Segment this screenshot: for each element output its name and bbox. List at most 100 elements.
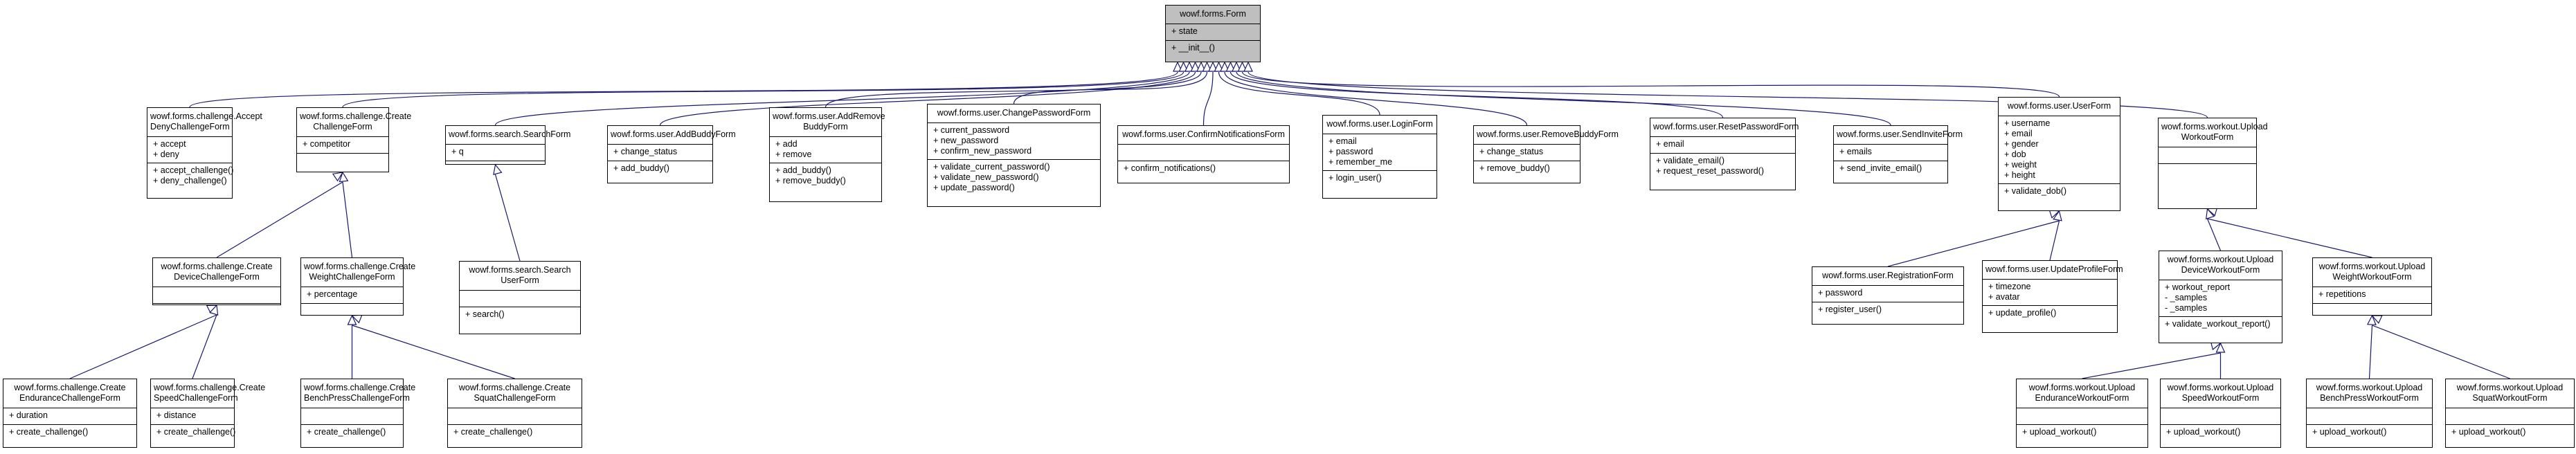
class-method: + upload_workout() — [2166, 427, 2241, 437]
class-methods: + confirm_notifications() — [1118, 161, 1289, 177]
class-methods — [446, 161, 545, 177]
class-title: wowf.forms.user.ChangePasswordForm — [928, 105, 1100, 123]
inheritance-edge — [2082, 352, 2221, 379]
inheritance-edge — [1224, 71, 1528, 126]
class-attributes — [448, 408, 582, 425]
class-attribute: + email — [1656, 139, 1684, 149]
class-method: + add_buddy() — [775, 165, 831, 175]
inheritance-arrowhead — [1225, 61, 1236, 72]
class-node-update-profile[interactable]: wowf.forms.user.UpdateProfileForm+ timez… — [1982, 260, 2123, 333]
class-methods: + create_challenge() — [3, 425, 136, 441]
class-attribute: + workout_report — [2165, 282, 2231, 292]
class-node-search[interactable]: wowf.forms.search.SearchForm+ q — [445, 125, 570, 165]
class-attributes: + emails — [1834, 145, 1947, 161]
class-attributes — [301, 408, 403, 425]
class-method: + accept_challenge() — [153, 165, 234, 175]
class-methods: + create_challenge() — [151, 425, 235, 441]
class-methods — [2159, 164, 2256, 180]
inheritance-edge — [342, 71, 1185, 108]
class-title-line: wowf.forms.workout.Upload — [2167, 255, 2274, 264]
class-attributes: + percentage — [301, 287, 403, 304]
class-attributes — [153, 287, 280, 304]
class-title-line: UserForm — [501, 275, 539, 285]
class-attribute: + accept — [153, 139, 186, 149]
class-methods: + add_buddy() — [608, 161, 712, 177]
class-title-line: wowf.forms.user.ResetPasswordForm — [1653, 122, 1799, 131]
class-title-line: DenyChallengeForm — [150, 122, 230, 131]
class-node-form[interactable]: wowf.forms.Form+ state+ __init__() — [1165, 5, 1261, 62]
class-attributes — [460, 291, 580, 307]
class-title-line: wowf.forms.challenge.Create — [304, 262, 416, 271]
class-node-confirm-notifications[interactable]: wowf.forms.user.ConfirmNotificationsForm… — [1117, 125, 1290, 183]
class-attribute: + competitor — [303, 139, 351, 149]
class-attribute: + percentage — [307, 289, 358, 299]
class-node-add-buddy[interactable]: wowf.forms.user.AddBuddyForm+ change_sta… — [607, 125, 736, 183]
class-method: + upload_workout() — [2312, 427, 2387, 437]
class-node-login[interactable]: wowf.forms.user.LoginForm+ email+ passwo… — [1322, 115, 1437, 199]
class-attributes — [2159, 147, 2256, 164]
class-node-user[interactable]: wowf.forms.user.UserForm+ username+ emai… — [1998, 97, 2120, 211]
inheritance-arrowhead — [1173, 61, 1182, 72]
class-method: + register_user() — [1818, 305, 1882, 314]
class-title-line: wowf.forms.user.AddRemove — [773, 111, 885, 121]
class-node-change-password[interactable]: wowf.forms.user.ChangePasswordForm+ curr… — [927, 104, 1101, 207]
class-node-registration[interactable]: wowf.forms.user.RegistrationForm+ passwo… — [1812, 266, 1964, 325]
class-method: + create_challenge() — [9, 427, 89, 437]
class-attribute: + remember_me — [1328, 157, 1393, 167]
inheritance-arrowhead — [1214, 61, 1224, 72]
class-methods: + login_user() — [1323, 171, 1436, 187]
class-node-reset-password[interactable]: wowf.forms.user.ResetPasswordForm + email… — [1650, 118, 1799, 190]
class-title: wowf.forms.user.ConfirmNotificationsForm — [1118, 126, 1289, 145]
inheritance-edge — [1013, 71, 1208, 105]
class-methods: + upload_workout() — [2161, 425, 2280, 441]
inheritance-edge — [2368, 325, 2373, 379]
class-title-line: wowf.forms.workout.Upload — [2456, 383, 2564, 392]
class-node-send-invite[interactable]: wowf.forms.user.SendInviteForm+ emails+ … — [1833, 125, 1963, 183]
class-attributes — [2307, 408, 2432, 425]
class-methods — [153, 304, 280, 320]
class-title-line: wowf.forms.user.SendInviteForm — [1837, 129, 1963, 139]
class-attribute: + timezone — [1988, 282, 2031, 291]
class-node-remove-buddy[interactable]: wowf.forms.user.RemoveBuddyForm+ change_… — [1473, 125, 1619, 183]
inheritance-arrowhead — [1178, 61, 1189, 72]
inheritance-edge — [69, 314, 217, 379]
class-attributes: + password — [1812, 286, 1963, 302]
inheritance-arrowhead — [209, 304, 219, 316]
class-attributes — [1118, 145, 1289, 161]
class-methods: + validate_email()+ request_reset_passwo… — [1650, 154, 1795, 179]
class-title-line: wowf.forms.challenge.Create — [154, 383, 266, 392]
inheritance-arrowhead — [2215, 342, 2226, 353]
class-methods: + validate_workout_report() — [2159, 317, 2282, 333]
class-title: wowf.forms.user.RegistrationForm — [1812, 267, 1963, 286]
class-method: + confirm_notifications() — [1124, 163, 1216, 173]
class-title-line: WeightWorkoutForm — [2332, 272, 2412, 282]
inheritance-edge — [825, 71, 1202, 108]
class-method: + upload_workout() — [2451, 427, 2526, 437]
inheritance-edge — [1248, 71, 2208, 118]
class-methods: + upload_workout() — [2307, 425, 2432, 441]
class-methods: + create_challenge() — [301, 425, 403, 441]
class-attributes: + change_status — [608, 145, 712, 161]
class-attributes: + change_status — [1474, 145, 1580, 161]
